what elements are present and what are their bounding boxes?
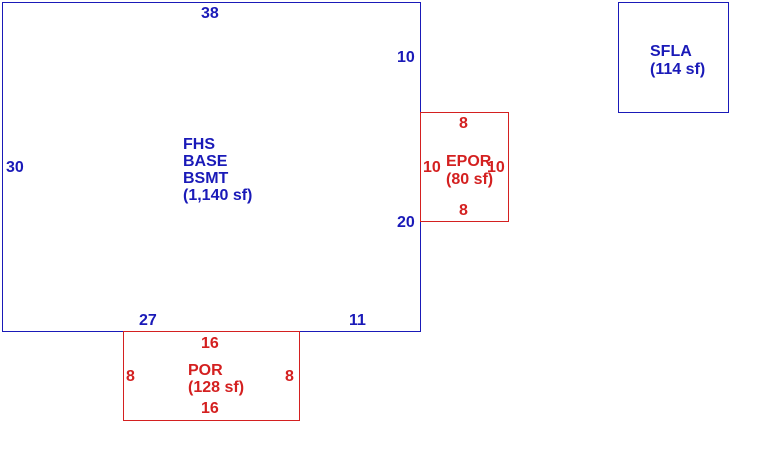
main-area-name-1: FHS — [183, 136, 215, 153]
main-dim-left: 30 — [6, 159, 24, 176]
main-dim-right-lower: 20 — [397, 214, 415, 231]
epor-dim-right: 10 — [487, 159, 505, 176]
por-dim-top: 16 — [201, 335, 219, 352]
sfla-sqft: (114 sf) — [650, 61, 706, 78]
epor-name: EPOR — [446, 153, 492, 170]
por-dim-bottom: 16 — [201, 400, 219, 417]
por-outline — [123, 331, 300, 421]
epor-outline — [420, 112, 509, 222]
por-name: POR — [188, 362, 223, 379]
epor-dim-top: 8 — [459, 115, 468, 132]
epor-dim-left: 10 — [423, 159, 441, 176]
main-area-name-3: BSMT — [183, 170, 229, 187]
epor-sqft: (80 sf) — [446, 171, 494, 188]
sfla-name: SFLA — [650, 43, 692, 60]
main-dim-bottom-right: 11 — [349, 312, 366, 329]
main-dim-bottom-left: 27 — [139, 312, 157, 329]
por-dim-right: 8 — [285, 368, 294, 385]
main-dim-top: 38 — [201, 5, 219, 22]
main-dim-right-upper: 10 — [397, 49, 415, 66]
main-area-sqft: (1,140 sf) — [183, 187, 253, 204]
por-dim-left: 8 — [126, 368, 135, 385]
por-sqft: (128 sf) — [188, 379, 245, 396]
epor-dim-bottom: 8 — [459, 202, 468, 219]
sfla-outline — [618, 2, 729, 113]
main-area-name-2: BASE — [183, 153, 228, 170]
